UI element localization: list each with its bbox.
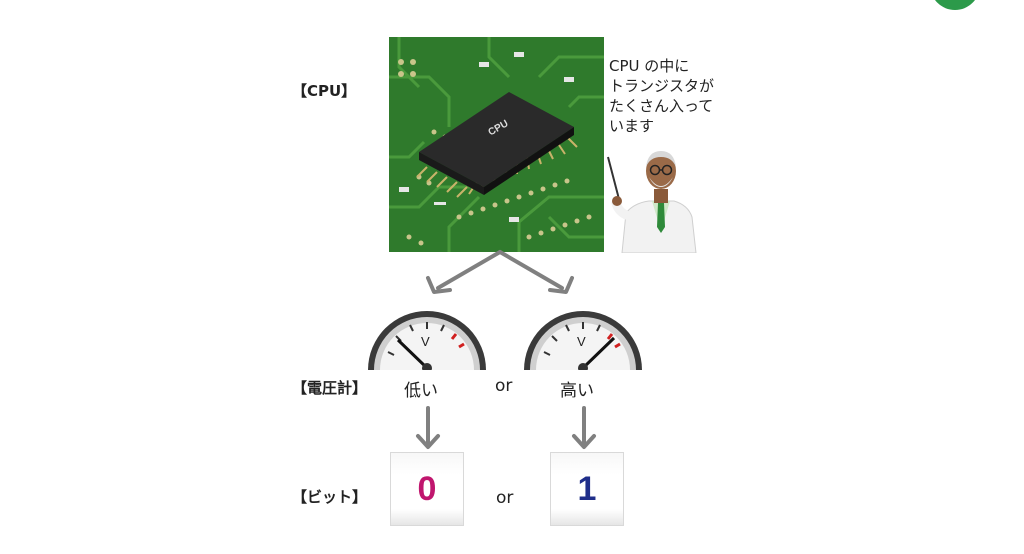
bit-one-box: 1 [550, 452, 624, 526]
high-voltage-label: 高い [560, 381, 594, 401]
speech-line-3: たくさん入って [609, 97, 714, 115]
voltmeter-gauge-high: V [524, 311, 642, 370]
voltage-or-label: or [495, 376, 513, 396]
bit-one-value: 1 [577, 469, 597, 508]
speech-line-4: います [609, 117, 655, 135]
down-arrow-high [572, 406, 596, 449]
bit-zero-box: 0 [390, 452, 464, 526]
bit-or-label: or [496, 488, 514, 508]
gauge-unit-low: V [421, 334, 430, 349]
speech-line-2: トランジスタが [609, 77, 715, 95]
low-voltage-label: 低い [404, 381, 438, 401]
cpu-circuit-board-image: CPU [389, 37, 604, 252]
professor-illustration [607, 151, 697, 253]
bit-zero-value: 0 [417, 469, 437, 508]
cpu-row-label: 【CPU】 [292, 82, 357, 100]
branch-arrows [426, 250, 574, 294]
down-arrow-low [416, 406, 440, 449]
professor-speech: CPU の中に トランジスタが たくさん入って います [609, 56, 714, 136]
gauge-unit-high: V [577, 334, 586, 349]
voltmeter-row-label: 【電圧計】 [292, 379, 368, 397]
voltmeter-gauge-low: V [368, 311, 486, 370]
speech-line-1: CPU の中に [609, 57, 690, 75]
corner-mark [930, 0, 980, 10]
bit-row-label: 【ビット】 [292, 488, 368, 506]
